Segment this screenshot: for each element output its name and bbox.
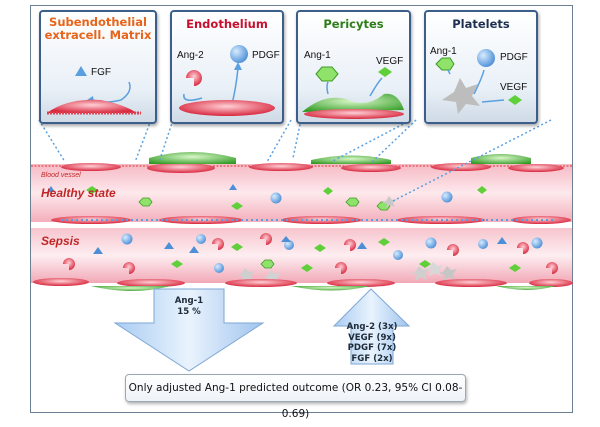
panel-title: Pericytes — [323, 17, 384, 31]
panel-title-line2: extracell. Matrix — [44, 28, 152, 42]
vegf-label: VEGF — [500, 82, 528, 93]
red-pacman-ang2-icon — [186, 70, 202, 86]
up-arrow-line4: FGF (2x) — [351, 353, 393, 364]
down-arrow-line1: Ang-1 — [174, 296, 204, 306]
panel-title: Platelets — [452, 17, 510, 31]
pdgf-label: PDGF — [500, 52, 528, 63]
figure-frame: Subendothelial extracell. Matrix FGF End… — [30, 5, 573, 420]
pericytes-illustration — [302, 66, 404, 119]
endothelium-illustration — [179, 45, 275, 116]
up-arrow-text: Ang-2 (3x) VEGF (9x) PDGF (7x) FGF (2x) — [340, 322, 404, 364]
ang2-label: Ang-2 — [177, 50, 204, 61]
matrix-cell — [47, 99, 137, 113]
green-hexagon-ang1-icon — [435, 57, 455, 71]
sepsis-factors — [63, 233, 558, 285]
panel-endothelium: Endothelium Ang-2 PDGF — [170, 10, 284, 124]
down-arrow-line2: 15 % — [177, 306, 201, 317]
healthy-top-cells — [61, 152, 564, 173]
down-arrow-text: Ang-1 15 % — [154, 296, 224, 317]
up-arrow-line2: VEGF (9x) — [348, 332, 396, 343]
panel-title: Subendothelial — [49, 15, 147, 29]
endothelial-cell — [179, 100, 275, 116]
panel-pericytes: Pericytes Ang-1 VEGF — [296, 10, 411, 124]
green-diamond-vegf-icon — [378, 67, 392, 77]
up-arrow-line1: Ang-2 (3x) — [346, 322, 398, 332]
blue-circle-pdgf-icon — [477, 49, 495, 67]
platelet-star-icon — [442, 78, 480, 114]
vegf-label: VEGF — [376, 56, 404, 67]
sepsis-vessel-band — [31, 228, 572, 283]
blue-circle-pdgf-icon — [230, 45, 248, 63]
up-arrow-line3: PDGF (7x) — [347, 343, 397, 353]
platelets-illustration — [435, 49, 522, 114]
ang1-label: Ang-1 — [304, 50, 331, 61]
green-hexagon-ang1-icon — [315, 66, 339, 82]
healthy-state-label: Healthy state — [41, 186, 116, 200]
pericyte-cell — [302, 93, 404, 112]
sepsis-label: Sepsis — [41, 234, 80, 248]
panel-title: Endothelium — [186, 17, 268, 31]
result-box: Only adjusted Ang-1 predicted outcome (O… — [125, 374, 466, 420]
sepsis-bottom-cells — [33, 278, 573, 291]
up-arrow — [332, 288, 411, 365]
vessel-diagram — [31, 119, 573, 372]
ang1-label: Ang-1 — [430, 46, 457, 57]
down-arrow — [113, 288, 265, 372]
healthy-factors — [47, 184, 487, 211]
fgf-label: FGF — [91, 67, 111, 78]
pdgf-label: PDGF — [252, 50, 280, 61]
triangle-fgf-icon — [75, 66, 87, 76]
matrix-illustration — [47, 66, 141, 115]
panel-platelets: Platelets Ang-1 PDGF VEGF — [424, 10, 538, 124]
blood-vessel-label: Blood vessel — [41, 172, 81, 179]
panel-connectors — [38, 119, 552, 203]
green-diamond-vegf-icon — [508, 95, 522, 105]
panel-subendothelial-matrix: Subendothelial extracell. Matrix FGF — [39, 10, 157, 124]
